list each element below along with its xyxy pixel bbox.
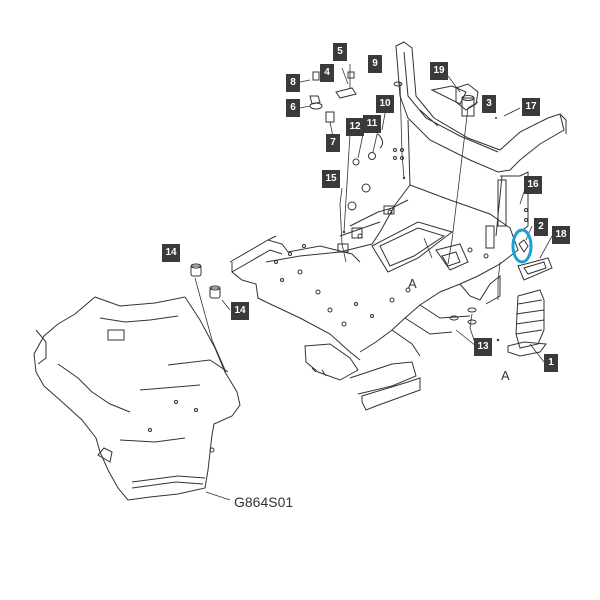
callout-16[interactable]: 16: [524, 176, 542, 194]
callout-9[interactable]: 9: [368, 55, 382, 73]
callout-14-upper[interactable]: 14: [162, 244, 180, 262]
highlight-ring: [511, 228, 533, 264]
callout-7[interactable]: 7: [326, 134, 340, 152]
callout-12[interactable]: 12: [346, 118, 364, 136]
view-marker-a-bottom: A: [501, 368, 510, 383]
backrest-frame: [395, 41, 567, 237]
callout-14-lower[interactable]: 14: [231, 302, 249, 320]
callout-4[interactable]: 4: [320, 64, 334, 82]
main-frame: [229, 184, 519, 411]
callout-3[interactable]: 3: [482, 95, 496, 113]
callout-2[interactable]: 2: [534, 218, 548, 236]
hardware-parts: [190, 71, 553, 357]
callout-18[interactable]: 18: [552, 226, 570, 244]
callout-1[interactable]: 1: [544, 354, 558, 372]
callout-19[interactable]: 19: [430, 62, 448, 80]
callout-13[interactable]: 13: [474, 338, 492, 356]
callout-6[interactable]: 6: [286, 99, 300, 117]
callout-8[interactable]: 8: [286, 74, 300, 92]
leader-dots: [342, 117, 500, 342]
callout-10[interactable]: 10: [376, 95, 394, 113]
drawing-code: G864S01: [234, 494, 294, 510]
callout-11[interactable]: 11: [363, 115, 381, 133]
view-marker-a-top: A: [408, 276, 417, 291]
callout-17[interactable]: 17: [522, 98, 540, 116]
callout-15[interactable]: 15: [322, 170, 340, 188]
callout-5[interactable]: 5: [333, 43, 347, 61]
floor-cover: [33, 296, 241, 501]
